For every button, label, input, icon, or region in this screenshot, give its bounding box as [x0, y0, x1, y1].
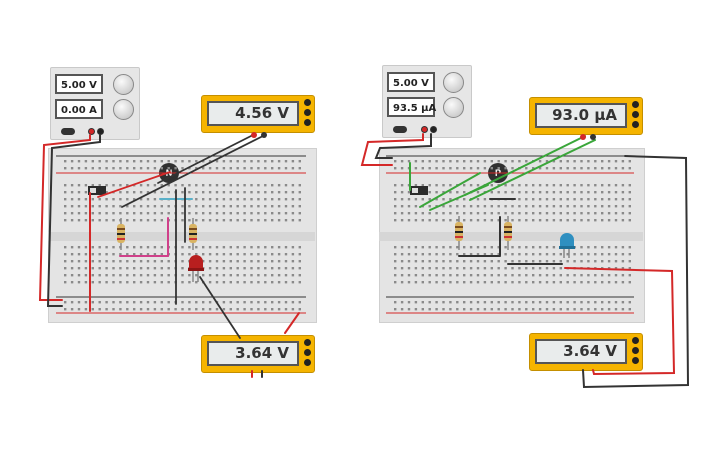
current-knob-icon[interactable] [113, 99, 134, 120]
npn-transistor[interactable]: N [159, 163, 179, 183]
power-supply-right[interactable]: 5.00 V 93.5 µA [382, 65, 472, 138]
negative-terminal-icon[interactable] [430, 126, 437, 133]
current-knob-icon[interactable] [443, 97, 464, 118]
power-switch[interactable] [393, 126, 407, 133]
meter-mode-buttons[interactable] [632, 101, 639, 131]
pnp-transistor[interactable]: P [488, 163, 508, 183]
meter-mode-buttons[interactable] [304, 99, 311, 129]
meter-reading: 3.64 V [535, 339, 627, 364]
voltage-knob-icon[interactable] [113, 74, 134, 95]
multimeter-bottom-right[interactable]: 3.64 V [529, 333, 643, 371]
psu-voltage-display: 5.00 V [387, 72, 435, 92]
voltage-knob-icon[interactable] [443, 72, 464, 93]
psu-current-display: 93.5 µA [387, 97, 436, 117]
psu-voltage-display: 5.00 V [55, 74, 103, 94]
meter-reading: 4.56 V [207, 101, 299, 126]
psu-current-display: 0.00 A [55, 99, 103, 119]
multimeter-bottom-left[interactable]: 3.64 V [201, 335, 315, 373]
meter-reading: 93.0 µA [535, 103, 627, 128]
negative-terminal-icon[interactable] [97, 128, 104, 135]
breadboard-left[interactable] [48, 148, 317, 323]
power-supply-left[interactable]: 5.00 V 0.00 A [50, 67, 140, 140]
meter-mode-buttons[interactable] [632, 337, 639, 367]
multimeter-top-right[interactable]: 93.0 µA [529, 97, 643, 135]
meter-mode-buttons[interactable] [304, 339, 311, 369]
positive-terminal-icon[interactable] [421, 126, 428, 133]
meter-reading: 3.64 V [207, 341, 299, 366]
multimeter-top-left[interactable]: 4.56 V [201, 95, 315, 133]
power-switch[interactable] [61, 128, 75, 135]
breadboard-right[interactable] [379, 148, 645, 323]
positive-terminal-icon[interactable] [88, 128, 95, 135]
